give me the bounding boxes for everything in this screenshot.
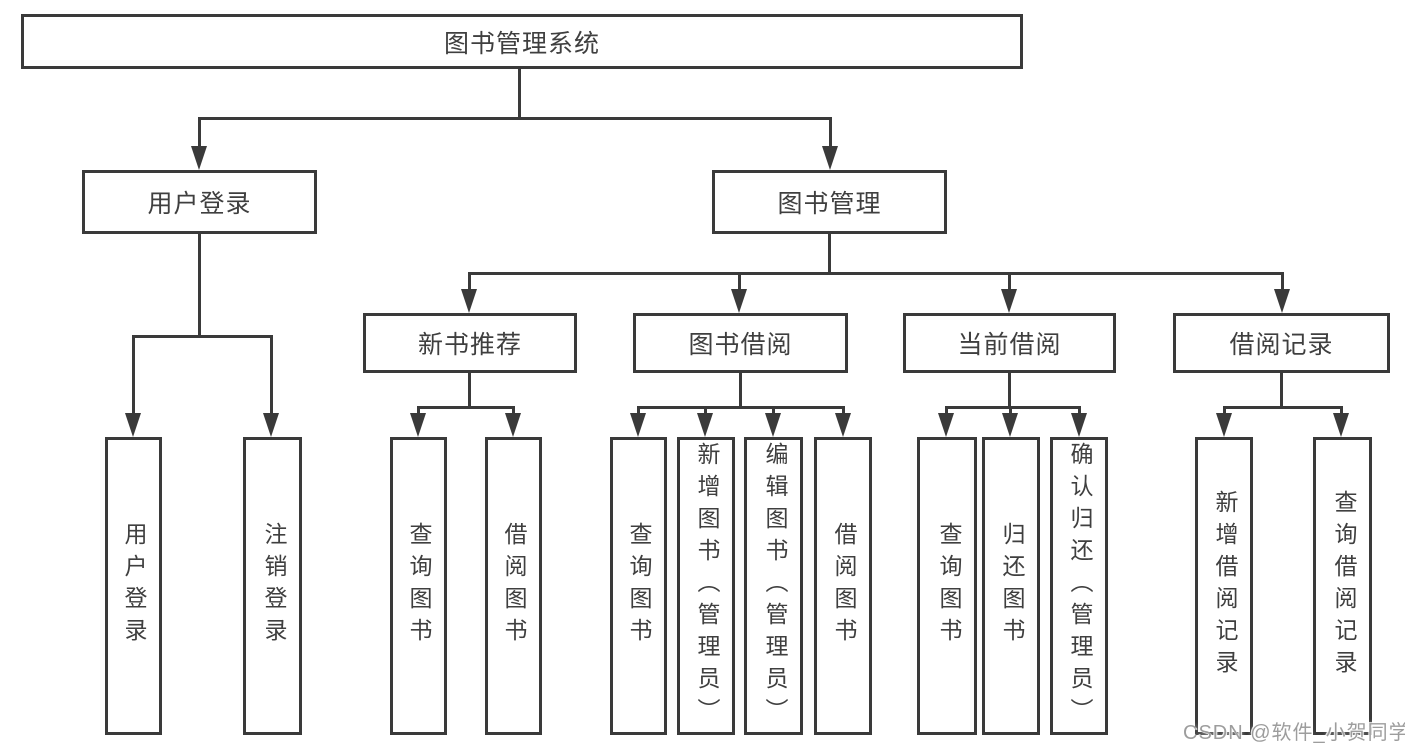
connector-line	[468, 373, 471, 406]
connector-line	[198, 117, 201, 150]
leaf-logout: 注销登录	[243, 437, 302, 735]
arrow-down-icon	[1216, 413, 1232, 437]
connector-line	[637, 406, 845, 409]
connector-line	[417, 406, 515, 409]
leaf-borrow-books-recommend: 借阅图书	[485, 437, 542, 735]
leaf-query-books-borrow: 查询图书	[610, 437, 667, 735]
connector-line	[829, 117, 832, 150]
arrow-down-icon	[263, 413, 279, 437]
connector-line	[468, 272, 1284, 275]
arrow-down-icon	[822, 146, 838, 170]
connector-line	[1008, 272, 1011, 292]
leaf-edit-books-admin: 编辑图书（管理员）	[744, 437, 803, 735]
connector-line	[1280, 373, 1283, 406]
watermark: CSDN @软件_小贺同学	[1183, 722, 1405, 744]
leaf-query-books-recommend: 查询图书	[390, 437, 447, 735]
arrow-down-icon	[731, 289, 747, 313]
connector-line	[1008, 373, 1011, 406]
connector-line	[270, 335, 273, 417]
connector-line	[945, 406, 948, 418]
leaf-add-borrow-record: 新增借阅记录	[1195, 437, 1253, 735]
node-new-book-recommend: 新书推荐	[363, 313, 577, 373]
arrow-down-icon	[410, 413, 426, 437]
connector-line	[1223, 406, 1343, 409]
leaf-add-books-admin: 新增图书（管理员）	[677, 437, 735, 735]
connector-line	[1281, 272, 1284, 292]
arrow-down-icon	[765, 413, 781, 437]
leaf-query-borrow-record: 查询借阅记录	[1313, 437, 1372, 735]
arrow-down-icon	[1071, 413, 1087, 437]
leaf-confirm-return-admin: 确认归还（管理员）	[1050, 437, 1108, 735]
arrow-down-icon	[630, 413, 646, 437]
node-borrow-record: 借阅记录	[1173, 313, 1390, 373]
arrow-down-icon	[1274, 289, 1290, 313]
connector-line	[417, 406, 420, 418]
arrow-down-icon	[505, 413, 521, 437]
connector-line	[772, 406, 775, 418]
connector-line	[132, 335, 273, 338]
connector-line	[842, 406, 845, 418]
connector-line	[739, 373, 742, 406]
connector-line	[945, 406, 1081, 409]
connector-line	[1009, 406, 1012, 418]
connector-line	[1340, 406, 1343, 418]
leaf-query-books-current: 查询图书	[917, 437, 977, 735]
connector-line	[468, 272, 471, 292]
arrow-down-icon	[1001, 289, 1017, 313]
arrow-down-icon	[697, 413, 713, 437]
arrow-down-icon	[938, 413, 954, 437]
connector-line	[828, 234, 831, 272]
connector-line	[738, 272, 741, 292]
connector-line	[198, 117, 832, 120]
connector-line	[198, 234, 201, 335]
connector-line	[704, 406, 707, 418]
arrow-down-icon	[835, 413, 851, 437]
arrow-down-icon	[1333, 413, 1349, 437]
node-book-borrow: 图书借阅	[633, 313, 848, 373]
arrow-down-icon	[191, 146, 207, 170]
arrow-down-icon	[125, 413, 141, 437]
connector-line	[518, 69, 521, 117]
leaf-return-books: 归还图书	[982, 437, 1040, 735]
arrow-down-icon	[461, 289, 477, 313]
arrow-down-icon	[1002, 413, 1018, 437]
connector-line	[132, 335, 135, 417]
node-current-borrow: 当前借阅	[903, 313, 1116, 373]
connector-line	[637, 406, 640, 418]
node-book-management: 图书管理	[712, 170, 947, 234]
node-root-system: 图书管理系统	[21, 14, 1023, 69]
leaf-user-login: 用户登录	[105, 437, 162, 735]
leaf-borrow-books: 借阅图书	[814, 437, 872, 735]
connector-line	[1223, 406, 1226, 418]
connector-line	[1078, 406, 1081, 418]
node-user-login: 用户登录	[82, 170, 317, 234]
connector-line	[512, 406, 515, 418]
